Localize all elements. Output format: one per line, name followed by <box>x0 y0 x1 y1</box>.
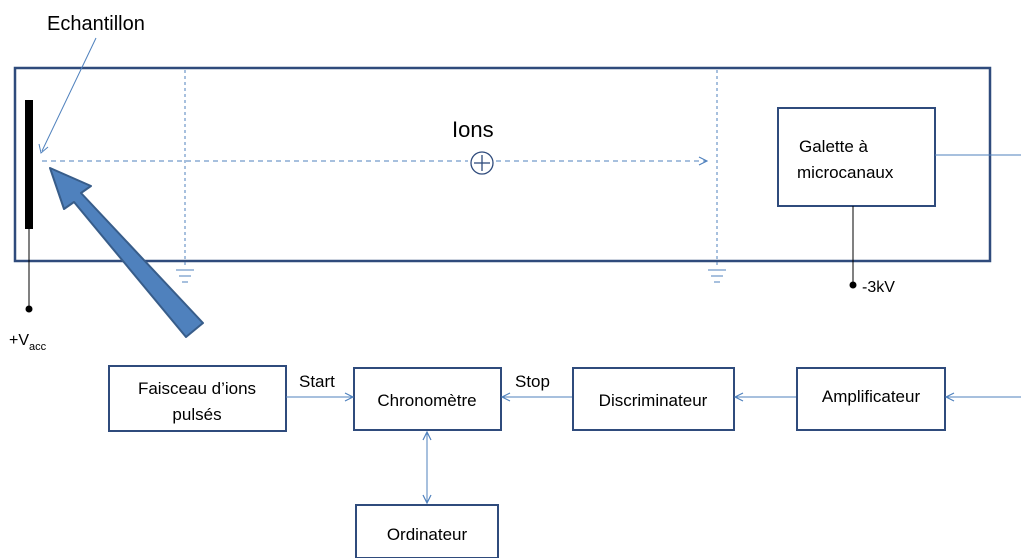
sample-label: Echantillon <box>47 13 145 35</box>
sample-plate <box>25 100 33 229</box>
vacuum-chamber <box>13 66 992 263</box>
ground-icon <box>176 269 194 283</box>
amplifier-box <box>796 367 946 431</box>
primary-beam-arrow <box>49 167 204 338</box>
discriminator-box <box>572 367 735 431</box>
sample-leader-arrowhead <box>38 143 49 154</box>
amplifier-label: Amplificateur <box>822 387 921 406</box>
chronometer-box <box>353 367 502 431</box>
pulsed-beam-box <box>108 365 287 432</box>
mcp-voltage-label: -3kV <box>862 279 895 296</box>
sample-terminal <box>25 305 33 313</box>
stop-label: Stop <box>515 372 550 391</box>
mcp-detector-label-line2: microcanaux <box>797 163 894 182</box>
pulsed-beam-label-line1: Faisceau d’ions <box>138 379 256 398</box>
ground-icon <box>708 269 726 283</box>
computer-label: Ordinateur <box>387 525 468 544</box>
pulsed-beam-label-line2: pulsés <box>172 405 221 424</box>
sample-leader <box>41 37 97 152</box>
acc-voltage-label: +Vacc <box>9 332 47 353</box>
ions-label: Ions <box>452 117 494 142</box>
computer-box <box>355 504 499 558</box>
discriminator-label: Discriminateur <box>599 391 708 410</box>
mcp-hv-terminal <box>849 281 857 289</box>
positive-ion-icon <box>470 151 494 175</box>
chronometer-label: Chronomètre <box>377 391 476 410</box>
mcp-detector-label-line1: Galette à <box>799 137 869 156</box>
mcp-detector-box <box>777 107 936 207</box>
start-label: Start <box>299 372 335 391</box>
